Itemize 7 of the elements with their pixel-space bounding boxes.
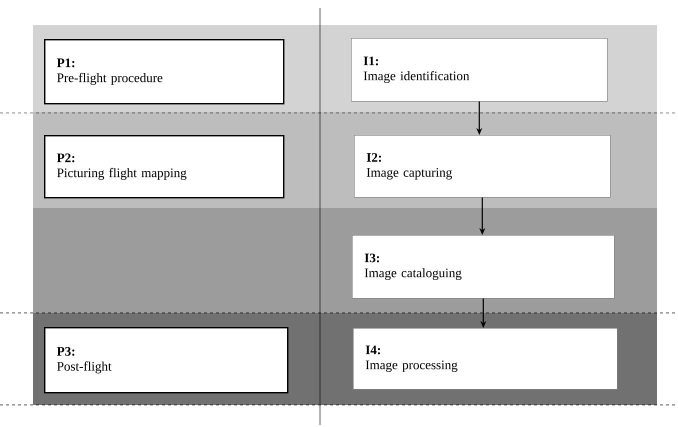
process-box: I1: Image identification	[351, 38, 608, 102]
process-box: I2: Image capturing	[354, 134, 611, 198]
process-box: P3: Post-flight	[44, 326, 288, 394]
process-box: P2: Picturing flight mapping	[44, 134, 284, 198]
process-box: P1: Pre-flight procedure	[44, 38, 284, 104]
process-box: I4: Image processing	[353, 328, 618, 390]
process-box: I3: Image cataloguing	[352, 234, 615, 299]
